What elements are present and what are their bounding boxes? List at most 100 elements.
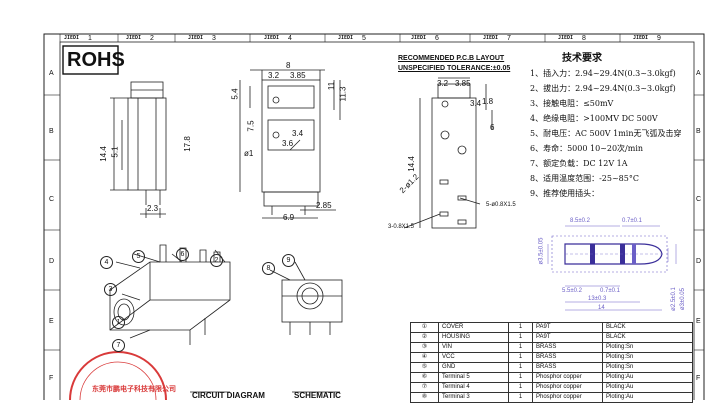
- plug-dim-8-5: 8.5±0.2: [570, 218, 590, 224]
- callout-4: 4: [100, 256, 113, 269]
- side-dim-2-3: 2.3: [147, 204, 159, 213]
- pcb-dim-1-8: 1.8: [482, 97, 494, 106]
- bom-cell-name: COVER: [438, 322, 509, 333]
- plug-dim-0-7-top: 0.7±0.1: [622, 218, 642, 224]
- plug-dim-0-7-bottom: 0.7±0.1: [600, 288, 620, 294]
- zone-mark: JIEDI: [188, 35, 204, 41]
- front-dim-3-2: 3.2: [268, 71, 280, 80]
- zone-mark: JIEDI: [558, 35, 574, 41]
- zone-row-right-A: A: [696, 70, 701, 77]
- spec-item: 5、耐电压：AC 500V 1min无飞弧及击穿: [530, 129, 682, 138]
- bom-cell-qty: 1: [508, 322, 533, 333]
- zone-column-7: 7: [507, 35, 511, 42]
- spec-item: 1、插入力：2.94~29.4N(0.3~3.0kgf): [530, 69, 676, 78]
- zone-column-1: 1: [88, 35, 92, 42]
- bom-cell-name: Terminal 4: [438, 382, 509, 393]
- bom-cell-qty: 1: [508, 342, 533, 353]
- pcb-layout: [403, 77, 493, 229]
- bom-cell-material: Phosphor copper: [532, 382, 603, 393]
- front-dim-8: 8: [286, 61, 291, 70]
- callout-3: 3: [104, 283, 117, 296]
- spec-item: 3、接触电阻：≤50mV: [530, 99, 614, 108]
- bom-cell-qty: 1: [508, 352, 533, 363]
- specs-title: 技术要求: [562, 53, 602, 64]
- zone-row-right-B: B: [696, 128, 701, 135]
- bom-cell-finish: BLACK: [602, 332, 693, 343]
- bom-cell-name: HOUSING: [438, 332, 509, 343]
- bom-cell-material: PA9T: [532, 322, 603, 333]
- plug-drawing: [547, 225, 677, 311]
- zone-row-right-C: C: [696, 196, 702, 203]
- zone-column-6: 6: [435, 35, 439, 42]
- bom-cell-finish: BLACK: [602, 322, 693, 333]
- bom-cell-no: ⑧: [410, 392, 439, 403]
- pcb-dim-slot-3: 3-0.8X1.5: [388, 224, 415, 230]
- rohs-mark: ROHS: [67, 49, 125, 71]
- inner-border: [59, 41, 695, 400]
- zone-row-left-F: F: [49, 375, 54, 382]
- callout-1: 1: [112, 316, 125, 329]
- zone-row-right-E: E: [696, 318, 701, 325]
- plug-dim-dia-3: ø3±0.05: [679, 288, 686, 310]
- plug-dim-5-5: 5.5±0.2: [562, 288, 582, 294]
- bom-cell-name: Terminal 3: [438, 392, 509, 403]
- bom-cell-material: PA9T: [532, 332, 603, 343]
- bom-cell-qty: 1: [508, 382, 533, 393]
- spec-item: 2、拔出力：2.94~29.4N(0.3~3.0kgf): [530, 84, 676, 93]
- bom-cell-finish: Ploting:Sn: [602, 362, 693, 373]
- zone-column-5: 5: [362, 35, 366, 42]
- bom-cell-qty: 1: [508, 332, 533, 343]
- pcb-dim-3-85: 3.85: [455, 79, 471, 88]
- zone-mark: JIEDI: [633, 35, 649, 41]
- bom-cell-name: VCC: [438, 352, 509, 363]
- zone-mark: JIEDI: [64, 35, 80, 41]
- bom-cell-no: ①: [410, 322, 439, 333]
- plug-dim-dia-2-5: ø2.5±0.1: [670, 287, 677, 311]
- bom-cell-name: GND: [438, 362, 509, 373]
- bom-cell-no: ④: [410, 352, 439, 363]
- front-view: [239, 69, 341, 219]
- outer-border: [43, 33, 705, 400]
- bom-cell-qty: 1: [508, 362, 533, 373]
- zone-row-right-D: D: [696, 258, 702, 265]
- front-dim-11-3: 11.3: [338, 86, 348, 102]
- front-dim-17-8: 17.8: [182, 136, 192, 152]
- zone-column-8: 8: [582, 35, 586, 42]
- bom-cell-finish: Ploting:Au: [602, 372, 693, 383]
- zone-mark: JIEDI: [338, 35, 354, 41]
- front-dim-3-4: 3.4: [292, 129, 304, 138]
- bom-cell-qty: 1: [508, 392, 533, 403]
- zone-column-9: 9: [657, 35, 661, 42]
- circuit-diagram-label: CIRCUIT DIAGRAM: [192, 391, 265, 400]
- callout-5: 5: [132, 250, 145, 263]
- bottom-view: [269, 261, 343, 335]
- bom-cell-material: Phosphor copper: [532, 392, 603, 403]
- bom-cell-material: BRASS: [532, 352, 603, 363]
- zone-mark: JIEDI: [264, 35, 280, 41]
- plug-dim-13: 13±0.3: [588, 296, 607, 302]
- front-dim-hole: ø1: [244, 149, 254, 158]
- plug-dim-dia-3-5: ø3.5±0.05: [538, 237, 545, 265]
- zone-row-left-D: D: [49, 258, 55, 265]
- zone-column-4: 4: [288, 35, 292, 42]
- spec-item: 6、寿命：5000 10~20次/min: [530, 144, 644, 153]
- callout-9: 9: [282, 254, 295, 267]
- zone-row-left-B: B: [49, 128, 54, 135]
- pcb-dim-6: 6: [490, 123, 495, 132]
- zone-mark: JIEDI: [411, 35, 427, 41]
- callout-7: 7: [112, 339, 125, 352]
- bom-cell-name: VIN: [438, 342, 509, 353]
- bom-cell-qty: 1: [508, 372, 533, 383]
- company-stamp: [69, 351, 167, 400]
- front-dim-3-6: 3.6: [282, 139, 294, 148]
- bom-cell-material: BRASS: [532, 342, 603, 353]
- side-dim-5-1: 5.1: [110, 146, 120, 158]
